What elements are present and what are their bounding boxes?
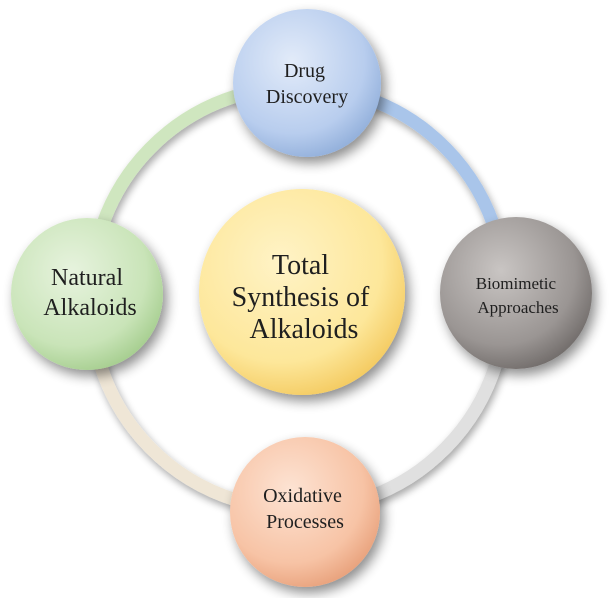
drug-discovery-node — [233, 9, 381, 157]
natural-alkaloids-label: Natural Alkaloids — [43, 265, 136, 321]
ring-arc-right-bottom — [353, 353, 504, 507]
center-label-line-1: Total — [272, 250, 329, 281]
drug-discovery-line-2: Discovery — [266, 86, 348, 108]
oxidative-line-2: Processes — [266, 511, 344, 533]
biomimetic-line-1: Biomimetic — [476, 274, 557, 293]
center-label-line-2: Synthesis of — [232, 282, 370, 313]
cycle-ring — [92, 89, 504, 507]
drug-discovery-label: Drug Discovery — [266, 60, 348, 108]
center-node-label: Total Synthesis of Alkaloids — [232, 250, 377, 345]
biomimetic-approaches-node — [440, 217, 592, 369]
center-label-line-3: Alkaloids — [250, 314, 359, 345]
oxidative-processes-node — [230, 437, 380, 587]
center-node — [199, 189, 405, 395]
ring-arc-bottom-left — [92, 353, 243, 507]
oxidative-processes-label: Oxidative Processes — [263, 485, 347, 533]
natural-alkaloids-line-2: Alkaloids — [43, 295, 136, 321]
oxidative-line-1: Oxidative — [263, 485, 342, 507]
drug-discovery-line-1: Drug — [284, 60, 325, 82]
ring-arc-left-top — [92, 89, 243, 243]
ring-arc-top-right — [353, 89, 504, 243]
natural-alkaloids-node — [11, 218, 163, 370]
biomimetic-approaches-label: Biomimetic Approaches — [476, 274, 561, 317]
natural-alkaloids-line-1: Natural — [51, 265, 123, 291]
biomimetic-line-2: Approaches — [477, 298, 558, 317]
